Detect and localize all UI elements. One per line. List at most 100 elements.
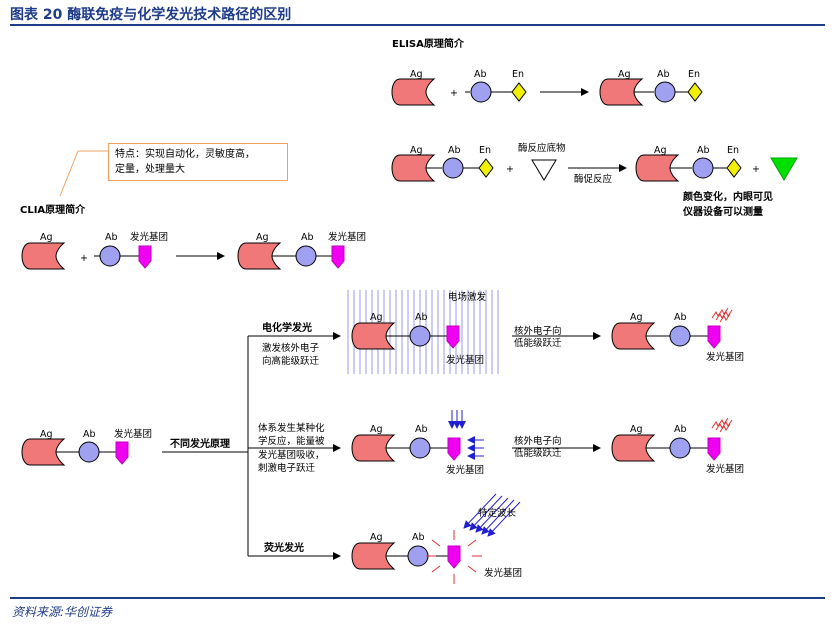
emitted-light-icon	[711, 417, 733, 433]
enzyme-reaction-label: 酶促反应	[574, 173, 613, 185]
ag-label: Ag	[630, 312, 643, 323]
ab-circle	[669, 325, 691, 347]
transition-label-1: 核外电子向	[514, 325, 562, 337]
field-excitation-label: 电场激发	[448, 291, 487, 303]
emitted-light-icon	[711, 307, 733, 323]
ab-label: Ab	[105, 232, 118, 243]
luminophore-shape	[447, 545, 461, 569]
source-note: 资料来源:华创证券	[12, 605, 113, 619]
chem-desc-1: 体系发生某种化	[258, 422, 325, 434]
elisa-ag-1	[391, 78, 435, 106]
figure-title: 图表 20 酶联免疫与化学发光技术路径的区别	[10, 7, 292, 23]
luminophore-shape	[446, 325, 460, 349]
en-label: En	[479, 145, 491, 156]
note-line-2: 定量，处理量大	[115, 164, 185, 175]
ag-label: Ag	[370, 424, 383, 435]
chem-desc-2: 学反应，能量被	[258, 435, 325, 447]
ab-label: Ab	[474, 69, 487, 80]
ab-circle	[409, 437, 431, 459]
ag-label: Ag	[40, 232, 53, 243]
substrate-label: 酶反应底物	[518, 142, 566, 154]
ab-circle	[654, 81, 676, 103]
ag-label: Ag	[654, 145, 667, 156]
transition-label-2: 低能级跃迁	[514, 337, 562, 349]
substrate-triangle	[531, 159, 557, 181]
plus-sign: +	[506, 164, 514, 175]
plus-sign: +	[752, 164, 760, 175]
ag-label: Ag	[618, 69, 631, 80]
en-label: En	[512, 69, 524, 80]
luminophore-label: 发光基团	[484, 567, 522, 579]
ecl-desc-1: 激发核外电子	[262, 342, 320, 354]
luminophore-shape	[115, 441, 129, 465]
colored-product-triangle	[770, 157, 798, 181]
footer-divider	[10, 597, 825, 599]
ag-label: Ag	[370, 312, 383, 323]
fluorescence-glow-icon	[426, 530, 482, 584]
ab-label: Ab	[415, 424, 428, 435]
clia-ag-1	[21, 242, 65, 270]
ab-label: Ab	[83, 429, 96, 440]
en-diamond	[726, 158, 742, 178]
note-line-1: 特点：实现自动化，灵敏度高，	[115, 149, 255, 160]
transition-label-1: 核外电子向	[514, 435, 562, 447]
different-principle-label: 不同发光原理	[170, 437, 230, 450]
title-divider	[10, 24, 825, 26]
ab-label: Ab	[415, 312, 428, 323]
en-label: En	[727, 145, 739, 156]
ab-circle	[99, 245, 121, 267]
clia-feature-note: 特点：实现自动化，灵敏度高， 定量，处理量大	[108, 143, 288, 181]
ecl-label: 电化学发光	[262, 321, 312, 334]
specific-wavelength-label: 特定波长	[478, 507, 517, 519]
ab-circle	[442, 157, 464, 179]
luminophore-label: 发光基团	[328, 231, 366, 243]
luminophore-shape	[138, 245, 152, 269]
ag-label: Ag	[410, 69, 423, 80]
transition-label-2: 低能级跃迁	[514, 447, 562, 459]
luminophore-label: 发光基团	[130, 231, 168, 243]
luminophore-shape	[707, 437, 721, 461]
ag-label: Ag	[40, 429, 53, 440]
ab-circle	[470, 81, 492, 103]
luminophore-shape	[447, 437, 461, 461]
ag-label: Ag	[630, 424, 643, 435]
chem-desc-4: 刺激电子跃迁	[258, 462, 316, 474]
luminophore-label: 发光基团	[446, 354, 484, 366]
ab-circle	[407, 545, 429, 567]
en-label: En	[688, 69, 700, 80]
ab-label: Ab	[657, 69, 670, 80]
ab-label: Ab	[674, 312, 687, 323]
ab-circle	[692, 157, 714, 179]
luminophore-label: 发光基团	[446, 464, 484, 476]
ab-circle	[669, 437, 691, 459]
ab-label: Ab	[697, 145, 710, 156]
energy-arrows-icon	[448, 410, 484, 460]
ab-label: Ab	[412, 532, 425, 543]
ag-label: Ag	[256, 232, 269, 243]
ab-circle	[78, 441, 100, 463]
plus-sign: +	[80, 253, 88, 264]
ag-label: Ag	[410, 145, 423, 156]
ag-label: Ag	[370, 532, 383, 543]
color-change-line-1: 颜色变化，内眼可见	[683, 190, 773, 203]
en-diamond	[511, 82, 527, 102]
ab-label: Ab	[674, 424, 687, 435]
note-callout-line	[59, 150, 79, 197]
color-change-line-2: 仪器设备可以测量	[682, 205, 763, 218]
ab-circle	[409, 325, 431, 347]
fluorescence-label: 荧光发光	[264, 541, 304, 554]
ab-circle	[295, 245, 317, 267]
chem-desc-3: 发光基团吸收，	[258, 449, 325, 461]
clia-title: CLIA原理简介	[20, 203, 86, 216]
ab-label: Ab	[448, 145, 461, 156]
elisa-title: ELISA原理简介	[392, 37, 465, 50]
luminophore-label: 发光基团	[706, 351, 744, 363]
plus-sign: +	[450, 88, 458, 99]
ab-label: Ab	[301, 232, 314, 243]
ecl-desc-2: 向高能级跃迁	[262, 355, 320, 367]
luminophore-shape	[331, 245, 345, 269]
en-diamond	[687, 82, 703, 102]
excitation-light-icon	[463, 493, 521, 537]
luminophore-label: 发光基团	[114, 428, 152, 440]
